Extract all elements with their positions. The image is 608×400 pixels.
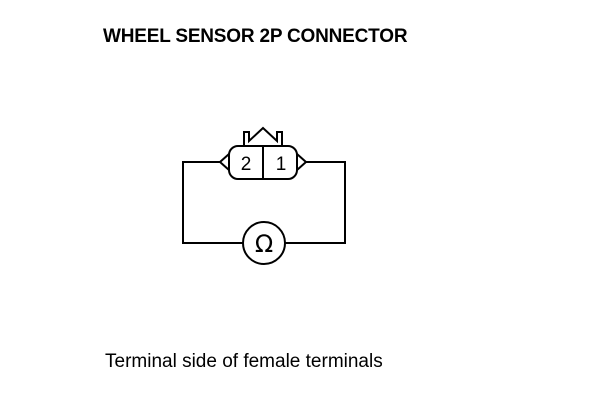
ohmmeter-icon (242, 221, 286, 265)
connector-latch (243, 126, 283, 146)
terminal-1-label: 1 (276, 154, 287, 175)
right-lead-wire (285, 161, 346, 244)
terminal-2-label: 2 (241, 154, 252, 175)
left-lead-wire (182, 161, 243, 244)
wheel-sensor-connector (218, 126, 308, 180)
diagram-title: WHEEL SENSOR 2P CONNECTOR (103, 26, 408, 47)
ohm-symbol: Ω (255, 230, 273, 258)
diagram-caption: Terminal side of female terminals (105, 351, 383, 372)
